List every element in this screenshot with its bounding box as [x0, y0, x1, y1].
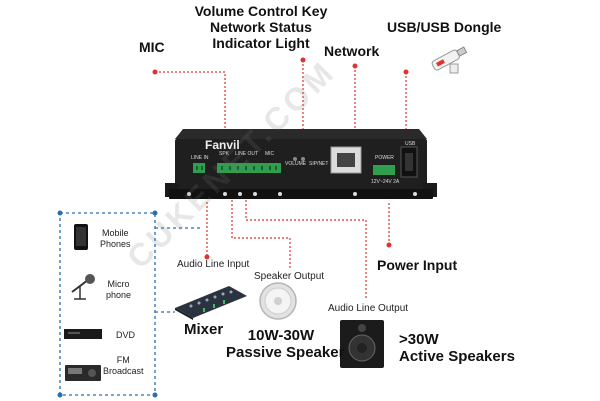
mic-port-label: MIC [265, 151, 275, 157]
usb-dongle-icon [431, 46, 468, 74]
active-speaker-icon [340, 320, 384, 368]
mixer-label: Mixer [184, 321, 224, 338]
sip-net-label: SIP/NET [309, 161, 329, 167]
passive-speaker-icon [259, 282, 297, 320]
network-status-label: Network Status [210, 19, 312, 35]
microphone-icon [71, 274, 95, 300]
network-label: Network [324, 43, 380, 59]
power-label: POWER [375, 155, 394, 161]
spk-label: SPK [219, 151, 230, 157]
volume-key-label: Volume Control Key [194, 3, 328, 19]
passive-speaker-watt-label: 10W-30W [247, 327, 315, 344]
microphone-label: Micro phone [106, 279, 132, 301]
dvd-player-icon [64, 329, 102, 339]
speaker-output-leader [231, 200, 291, 270]
audio-output-leader [245, 200, 367, 300]
fm-broadcast-label: FM Broadcast [103, 355, 144, 377]
mobile-phone-icon [74, 224, 88, 250]
usb-dongle-label: USB/USB Dongle [387, 19, 502, 35]
audio-line-output-label: Audio Line Output [328, 303, 409, 314]
audio-device: Fanvil LINE IN SPK LINE OUT MIC VOLUME S… [165, 125, 437, 205]
indicator-light-label: Indicator Light [212, 35, 310, 51]
line-out-label: LINE OUT [235, 151, 259, 157]
dvd-label: DVD [116, 330, 136, 340]
line-in-label: LINE IN [191, 155, 209, 161]
device-body [165, 129, 437, 199]
volume-label: VOLUME [285, 161, 307, 167]
speaker-output-label: Speaker Output [254, 271, 325, 282]
mobile-phones-label: Mobile Phones [100, 228, 131, 250]
voltage-label: 12V~24V 2A [371, 179, 400, 185]
active-speakers-label: Active Speakers [399, 348, 515, 365]
input-sources-box [59, 212, 156, 396]
passive-speaker-label: Passive Speaker [226, 344, 345, 361]
active-speaker-watt-label: >30W [399, 331, 439, 348]
mixer-icon [175, 286, 247, 320]
fm-radio-icon [65, 365, 101, 381]
device-brand: Fanvil [205, 138, 240, 152]
usb-label: USB [405, 141, 416, 147]
mic-label: MIC [139, 39, 165, 55]
mic-leader [155, 71, 226, 132]
power-input-label: Power Input [377, 257, 458, 273]
audio-line-input-label: Audio Line Input [177, 259, 250, 270]
